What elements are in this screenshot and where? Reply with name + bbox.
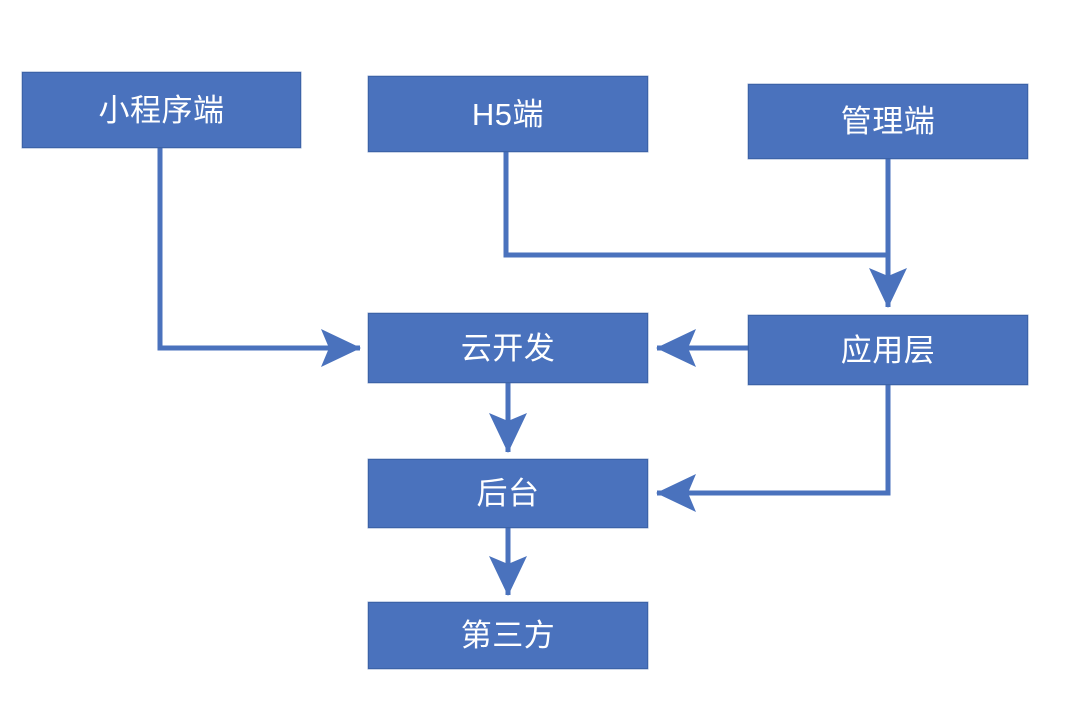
node-h5[interactable]: H5端	[368, 76, 648, 152]
node-admin[interactable]: 管理端	[748, 84, 1028, 159]
node-application-layer[interactable]: 应用层	[748, 315, 1028, 385]
node-cloud-development[interactable]: 云开发	[368, 313, 648, 383]
node-cloud-development-label: 云开发	[460, 330, 556, 366]
edge-miniprogram-to-cloud	[157, 148, 362, 367]
edge-applayer-to-backend	[655, 385, 891, 512]
node-miniprogram-label: 小程序端	[98, 92, 225, 128]
node-third-party-label: 第三方	[460, 618, 556, 653]
node-miniprogram[interactable]: 小程序端	[22, 72, 301, 148]
node-backend-label: 后台	[476, 476, 540, 511]
node-backend[interactable]: 后台	[368, 459, 648, 528]
node-h5-label: H5端	[471, 96, 545, 132]
node-third-party[interactable]: 第三方	[368, 602, 648, 669]
edge-h5-to-applayer	[503, 152, 888, 258]
node-admin-label: 管理端	[840, 104, 936, 139]
node-application-layer-label: 应用层	[840, 332, 936, 368]
